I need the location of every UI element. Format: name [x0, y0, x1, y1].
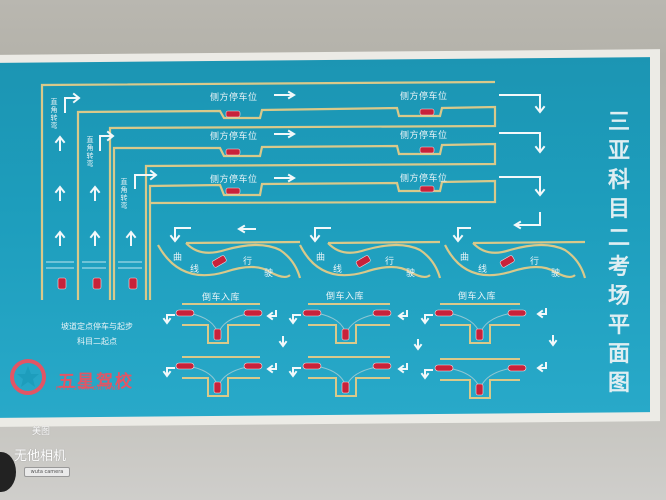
right-angle-turn-label-3: 直角转弯	[120, 178, 128, 210]
logo-subtitle: FIVE STAR DRIVING	[56, 386, 122, 392]
watermark-line1: 美图	[32, 427, 51, 437]
ramp-note-line1: 坡道定点停车与起步	[61, 322, 133, 331]
title-char: 目	[607, 197, 630, 222]
dark-object	[0, 452, 16, 492]
curve-char: 行	[243, 257, 253, 267]
side-parking-label: 侧方停车位	[210, 93, 258, 103]
title-char: 场	[607, 284, 630, 309]
reverse-parking-label: 倒车入库	[458, 292, 497, 302]
side-parking-label: 侧方停车位	[400, 92, 448, 102]
title-char: 科	[607, 168, 630, 193]
title-char: 面	[607, 342, 630, 367]
curve-char: 线	[190, 265, 200, 275]
side-parking-label: 侧方停车位	[210, 132, 258, 142]
title-char: 二	[607, 226, 630, 251]
lane-2	[112, 142, 497, 300]
curve-char: 驶	[551, 269, 561, 279]
right-angle-turn-label-1: 直角转弯	[50, 98, 58, 130]
lane-3	[148, 179, 497, 300]
curve-char: 驶	[264, 269, 274, 279]
ramp-note-line2: 科目二起点	[77, 337, 117, 346]
curve-char: 曲	[460, 253, 470, 263]
title-char: 平	[607, 313, 630, 338]
watermark-badge: wuta camera	[24, 467, 70, 477]
outer-lane-line	[40, 80, 496, 300]
curve-char: 曲	[173, 253, 183, 263]
right-angle-turn-label-2: 直角转弯	[86, 136, 94, 168]
title-char: 图	[607, 371, 630, 396]
lane-1	[76, 105, 497, 300]
curve-char: 行	[530, 257, 540, 267]
title-char: 考	[607, 255, 630, 280]
curve-char: 线	[333, 265, 343, 275]
ramp-start-note: 坡道定点停车与起步 科目二起点	[42, 319, 152, 349]
curve-char: 行	[385, 257, 395, 267]
side-parking-label: 侧方停车位	[210, 175, 258, 185]
title-char: 亚	[607, 139, 630, 164]
reverse-parking-label: 倒车入库	[326, 292, 365, 302]
logo-star-icon	[10, 359, 46, 395]
side-parking-label: 侧方停车位	[400, 131, 448, 141]
curve-char: 线	[478, 265, 488, 275]
curve-char: 驶	[406, 269, 416, 279]
side-parking-label: 侧方停车位	[400, 174, 448, 184]
logo-name: 五星驾校	[58, 372, 134, 392]
title-char: 三	[607, 110, 630, 135]
curve-char: 曲	[316, 253, 326, 263]
watermark-line2: 无他相机	[14, 449, 67, 464]
board-title: 三 亚 科 目 二 考 场 平 面 图	[606, 108, 632, 398]
reverse-parking-label: 倒车入库	[202, 293, 241, 303]
